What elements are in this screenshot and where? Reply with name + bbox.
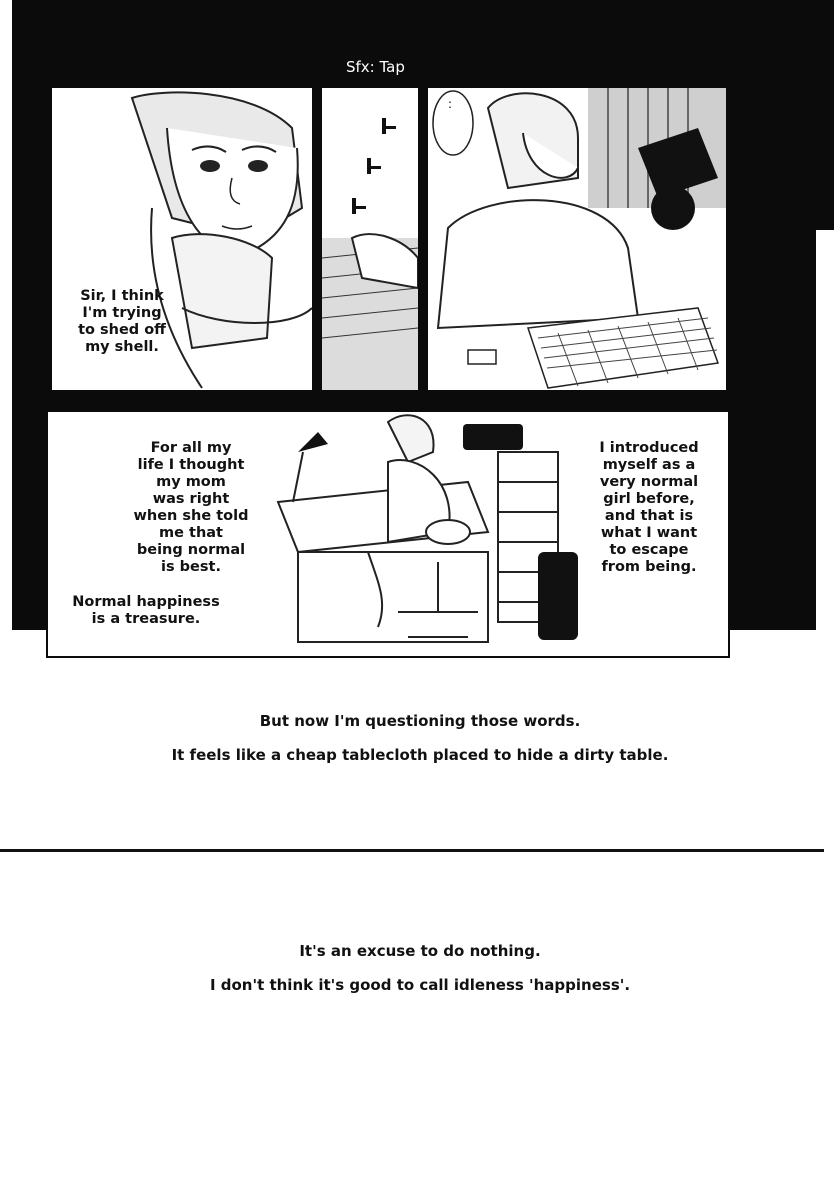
- panel-4-desk-scene: For all my life I thought my mom was rig…: [46, 410, 730, 658]
- caption-line: life I thought: [137, 457, 245, 473]
- caption-line: being normal: [136, 542, 246, 558]
- caption-line: is best.: [161, 559, 221, 575]
- narration-line-1: But now I'm questioning those words.: [259, 712, 581, 730]
- panel-4-caption-left-2: Normal happiness is a treasure.: [66, 594, 226, 628]
- caption-line: myself as a: [602, 457, 696, 473]
- caption-line: to shed off: [78, 322, 166, 338]
- page-divider: [0, 849, 824, 852]
- panel-4-caption-left: For all my life I thought my mom was rig…: [126, 440, 256, 576]
- caption-line: my mom: [156, 474, 226, 490]
- bubble-dots: :: [448, 97, 452, 111]
- narration-line-3: It's an excuse to do nothing.: [299, 942, 541, 960]
- caption-line: from being.: [601, 559, 697, 575]
- caption-line: For all my: [150, 440, 232, 456]
- caption-line: and that is: [604, 508, 694, 524]
- narration-line-4: I don't think it's good to call idleness…: [209, 976, 631, 994]
- panel-1-face: Sir, I think I'm trying to shed off my s…: [50, 86, 314, 392]
- panel-2-typing: [320, 86, 420, 392]
- caption-line: to escape: [609, 542, 689, 558]
- sfx-label: Sfx: Tap: [346, 58, 405, 76]
- panel-3-illustration: :: [432, 88, 726, 389]
- panel-1-illustration: [130, 91, 312, 389]
- caption-line: when she told: [133, 508, 249, 524]
- caption-line: is a treasure.: [91, 611, 201, 627]
- panel-3-girl-writing: :: [426, 86, 728, 392]
- caption-line: what I want: [600, 525, 698, 541]
- caption-line: Sir, I think: [80, 288, 164, 304]
- caption-line: Normal happiness: [72, 594, 220, 610]
- narration-line-2: It feels like a cheap tablecloth placed …: [171, 746, 669, 764]
- caption-line: I'm trying: [82, 305, 162, 321]
- caption-line: very normal: [599, 474, 699, 490]
- panel-4-illustration: [276, 414, 578, 643]
- panel-4-caption-right: I introduced myself as a very normal gir…: [588, 440, 710, 576]
- caption-line: girl before,: [603, 491, 695, 507]
- caption-line: me that: [159, 525, 223, 541]
- caption-line: my shell.: [85, 339, 159, 355]
- panel-1-caption: Sir, I think I'm trying to shed off my s…: [62, 288, 182, 356]
- panel-2-illustration: [322, 118, 418, 390]
- caption-line: I introduced: [599, 440, 699, 456]
- caption-line: was right: [152, 491, 230, 507]
